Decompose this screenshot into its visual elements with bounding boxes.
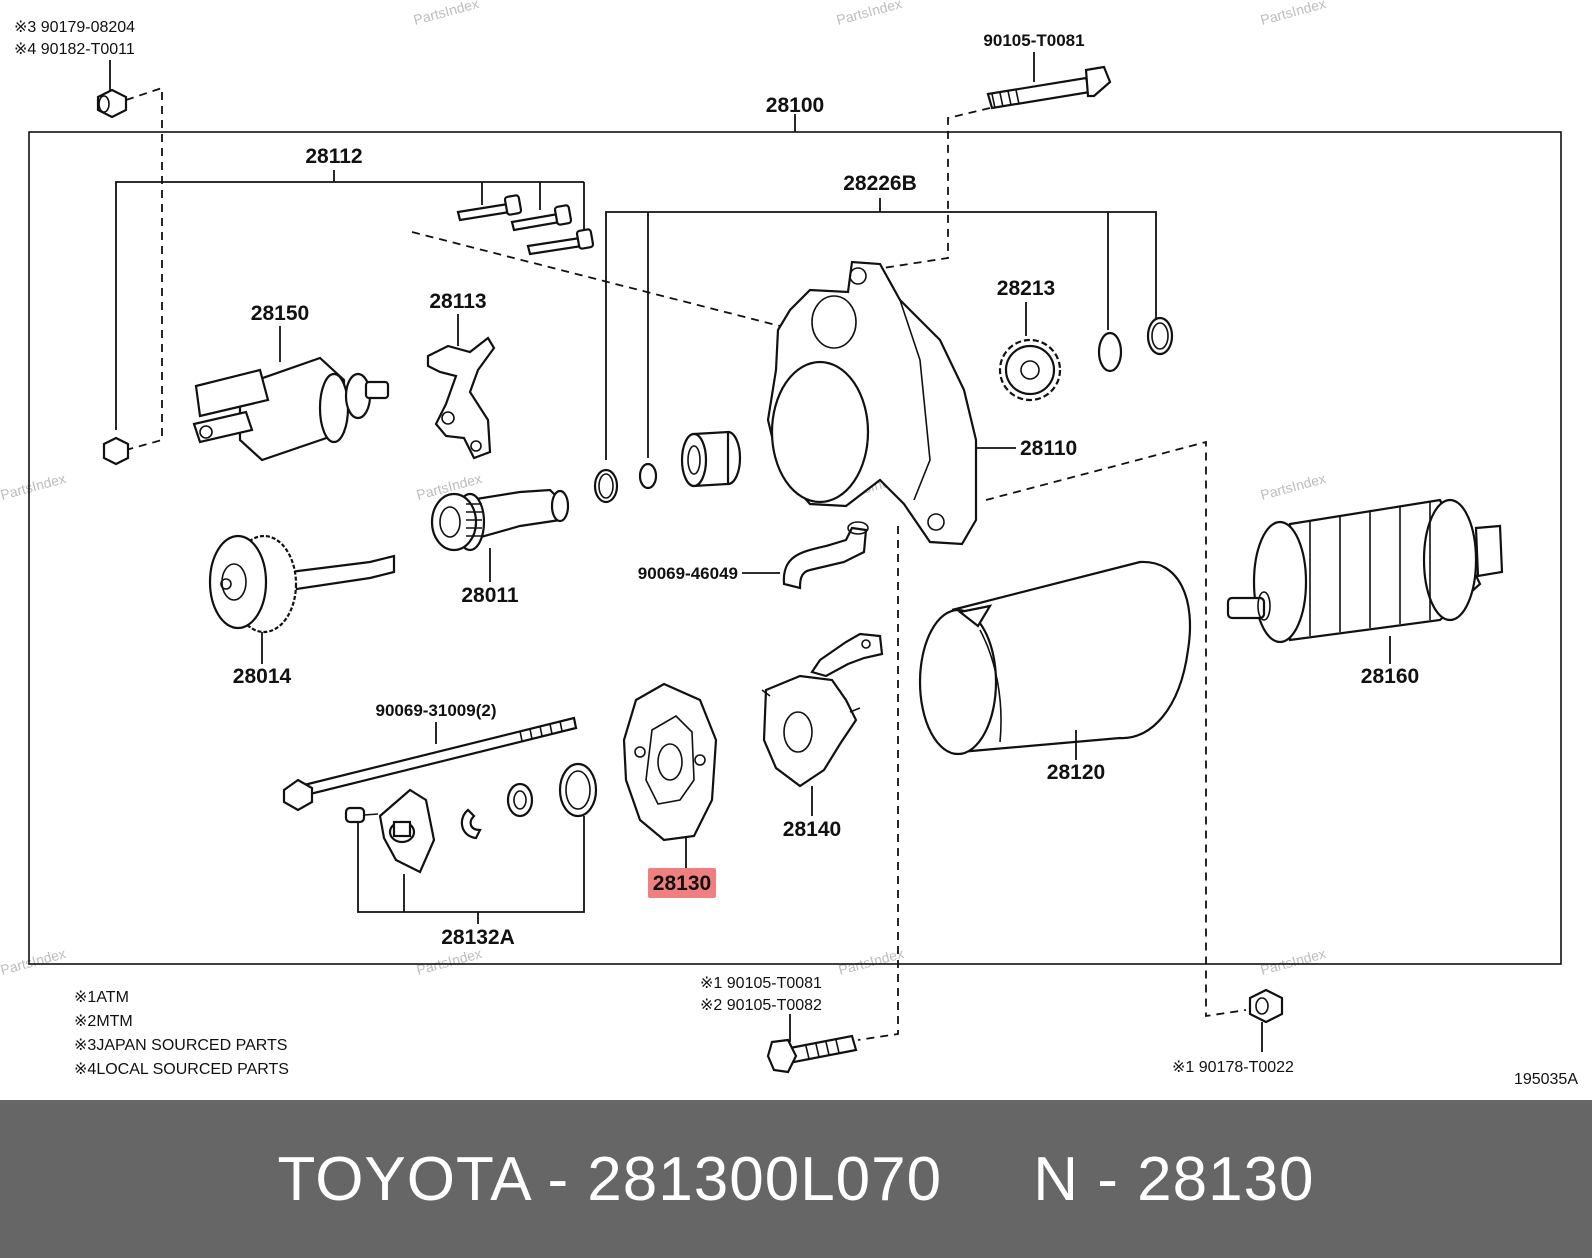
leader-28112	[115, 181, 584, 430]
part-number[interactable]: 90105-T0081	[727, 975, 822, 992]
callout-28100[interactable]: 28100	[766, 94, 824, 117]
parts-diagram: PartsIndex PartsIndex PartsIndex PartsIn…	[0, 0, 1578, 1088]
footer-title: TOYOTA - 281300L070 N - 28130	[277, 1144, 1315, 1214]
ref-mark: ※1	[700, 975, 722, 992]
watermark: PartsIndex	[1259, 945, 1328, 978]
footer-bar: TOYOTA - 281300L070 N - 28130	[0, 1100, 1592, 1258]
legend-item: ※4LOCAL SOURCED PARTS	[74, 1061, 289, 1078]
watermark: PartsIndex	[0, 945, 67, 978]
callout-90069-46049[interactable]: 90069-46049	[638, 564, 738, 583]
end-frame-28130[interactable]	[622, 682, 718, 842]
seal-28132a[interactable]	[558, 762, 598, 818]
ref-mark: ※3	[14, 19, 36, 36]
watermark: PartsIndex	[415, 945, 484, 978]
callout-28011[interactable]: 28011	[461, 584, 519, 607]
nut-label: ※1 90178-T0022	[1172, 1059, 1294, 1076]
guide-dash-top	[869, 107, 991, 271]
bolt-28112-b[interactable]	[510, 204, 573, 232]
watermark: PartsIndex	[835, 0, 904, 28]
nut-bottom-right[interactable]	[1248, 988, 1284, 1024]
oring-28226b-2[interactable]	[638, 462, 658, 490]
leader-28132a	[357, 816, 585, 913]
exploded-view-svg: PartsIndex PartsIndex PartsIndex PartsIn…	[0, 0, 1578, 1088]
bolt-28112-c[interactable]	[526, 228, 595, 256]
through-bolt[interactable]	[282, 716, 578, 812]
watermark: PartsIndex	[1259, 470, 1328, 503]
gear-28213[interactable]	[998, 338, 1062, 402]
callout-28226b[interactable]: 28226B	[843, 172, 917, 195]
nut-top-left[interactable]	[96, 60, 128, 119]
guide-dash-right	[985, 440, 1247, 1018]
guide-dash-bolts	[411, 231, 781, 327]
ref-mark: ※2	[700, 997, 722, 1014]
callout-90069-31009[interactable]: 90069-31009(2)	[376, 701, 497, 720]
part-number[interactable]: 90105-T0082	[727, 997, 822, 1014]
watermark: PartsIndex	[412, 0, 481, 28]
yoke-28120[interactable]	[918, 560, 1192, 756]
callout-28213[interactable]: 28213	[997, 277, 1055, 300]
callout-28140[interactable]: 28140	[783, 818, 841, 841]
callout-28112[interactable]: 28112	[305, 145, 362, 168]
armature-28160[interactable]	[1226, 498, 1504, 644]
lever-28113[interactable]	[426, 336, 496, 460]
part-number[interactable]: 90182-T0011	[41, 41, 135, 58]
ref-mark: ※4	[14, 41, 36, 58]
bolt-label-mtm: ※2 90105-T0082	[700, 997, 822, 1014]
pipe-90069-46049[interactable]	[782, 521, 869, 590]
legend-item: ※2MTM	[74, 1013, 133, 1030]
legend: ※1ATM ※2MTM ※3JAPAN SOURCED PARTS ※4LOCA…	[74, 989, 289, 1078]
legend-item: ※3JAPAN SOURCED PARTS	[74, 1037, 287, 1054]
ref-mark: ※1	[1172, 1059, 1194, 1076]
callout-28150[interactable]: 28150	[251, 302, 309, 325]
solenoid-28150[interactable]	[192, 356, 390, 462]
part-number[interactable]: 90179-08204	[41, 19, 135, 36]
callout-28120[interactable]: 28120	[1047, 761, 1105, 784]
planetary-gear-28014[interactable]	[208, 534, 396, 634]
oring-28226b-3[interactable]	[1097, 331, 1123, 373]
bolt-28112-a[interactable]	[456, 194, 523, 222]
bolt-label-local: ※4 90182-T0011	[14, 41, 135, 58]
legend-item: ※1ATM	[74, 989, 129, 1006]
clutch-28011[interactable]	[430, 488, 570, 552]
callout-28110[interactable]: 28110	[1020, 437, 1077, 460]
guide-dash-bottom	[857, 526, 899, 1041]
callout-28014[interactable]: 28014	[233, 665, 292, 688]
leader-28226b	[605, 211, 1157, 460]
brush-holder-28140[interactable]	[761, 632, 884, 788]
bolt-label-atm: ※1 90105-T0081	[700, 975, 822, 992]
screw-28132a[interactable]	[344, 806, 379, 824]
watermark: PartsIndex	[0, 470, 67, 503]
callout-28132a[interactable]: 28132A	[441, 926, 515, 949]
callout-28160[interactable]: 28160	[1361, 665, 1419, 688]
callout-28130[interactable]: 28130	[653, 872, 711, 895]
diagram-code: 195035A	[1514, 1071, 1578, 1088]
guide-dash-left	[125, 86, 163, 451]
bushing[interactable]	[680, 430, 742, 488]
callout-90105-t0081-top[interactable]: 90105-T0081	[983, 31, 1084, 50]
clip-28132a[interactable]	[460, 808, 482, 840]
watermark: PartsIndex	[1259, 0, 1328, 28]
washer-28132a[interactable]	[506, 782, 534, 818]
nut-28150[interactable]	[102, 436, 130, 466]
watermark: PartsIndex	[837, 945, 906, 978]
callout-28113[interactable]: 28113	[429, 290, 486, 313]
bolt-bottom[interactable]	[766, 1034, 858, 1074]
part-number[interactable]: 90178-T0022	[1199, 1059, 1294, 1076]
highlight-box	[648, 868, 716, 898]
bolt-label-japan: ※3 90179-08204	[14, 19, 135, 36]
oring-28226b-1[interactable]	[593, 468, 619, 504]
housing-28110[interactable]	[766, 260, 978, 546]
plate-28132a[interactable]	[378, 788, 436, 874]
bolt-top[interactable]	[986, 52, 1112, 110]
oring-28226b-4[interactable]	[1146, 316, 1174, 356]
